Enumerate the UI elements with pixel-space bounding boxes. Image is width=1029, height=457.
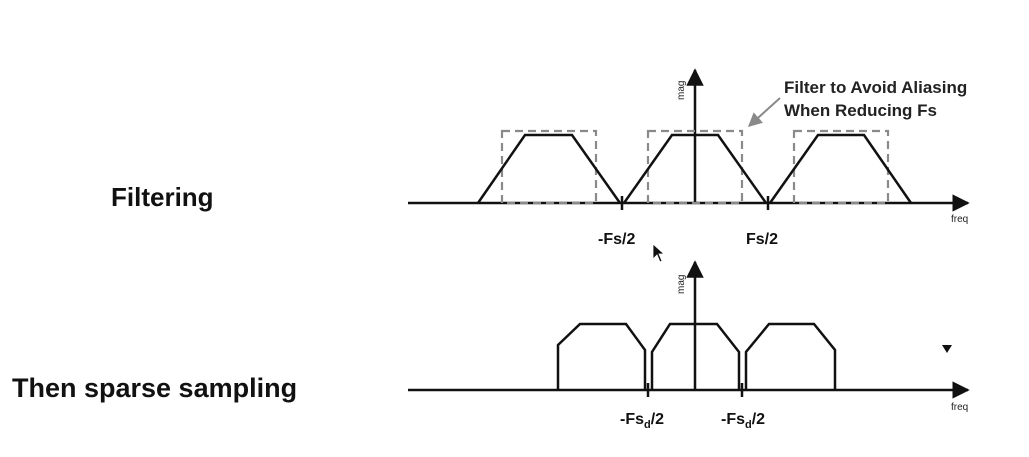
top-plot: -Fs/2 Fs/2 mag freq Filter to Avoid Alia… <box>408 68 970 263</box>
sampled-spectrum-center <box>650 322 741 390</box>
spectrum-replica-right <box>768 133 913 204</box>
sparse-sampling-label: Then sparse sampling <box>12 373 298 403</box>
bottom-plot: -Fsd/2 -Fsd/2 mag freq <box>408 260 970 431</box>
top-y-axis-label: mag <box>676 81 687 100</box>
small-triangle-marker-icon <box>942 345 952 353</box>
bottom-y-axis-label: mag <box>676 275 687 294</box>
filter-box-right <box>792 129 890 205</box>
filtering-label: Filtering <box>111 182 214 212</box>
spectrum-replica-left <box>476 133 622 204</box>
top-x-axis-label: freq <box>951 214 968 225</box>
tick-label-neg-fsd2: -Fsd/2 <box>620 411 664 431</box>
filter-box-left <box>500 129 598 205</box>
bottom-x-axis-label: freq <box>951 402 968 413</box>
sampled-spectrum-right <box>744 322 837 390</box>
mouse-cursor-icon <box>652 243 666 263</box>
spectrum-replica-center <box>622 133 768 204</box>
tick-label-pos-fsd2: -Fsd/2 <box>721 411 765 431</box>
tick-label-pos-fs2: Fs/2 <box>746 231 778 248</box>
annotation-line-1: Filter to Avoid Aliasing <box>784 78 967 97</box>
annotation-arrow <box>747 97 781 127</box>
sampled-spectrum-left <box>556 322 647 390</box>
annotation-line-2: When Reducing Fs <box>784 101 937 120</box>
tick-label-neg-fs2: -Fs/2 <box>598 231 635 248</box>
